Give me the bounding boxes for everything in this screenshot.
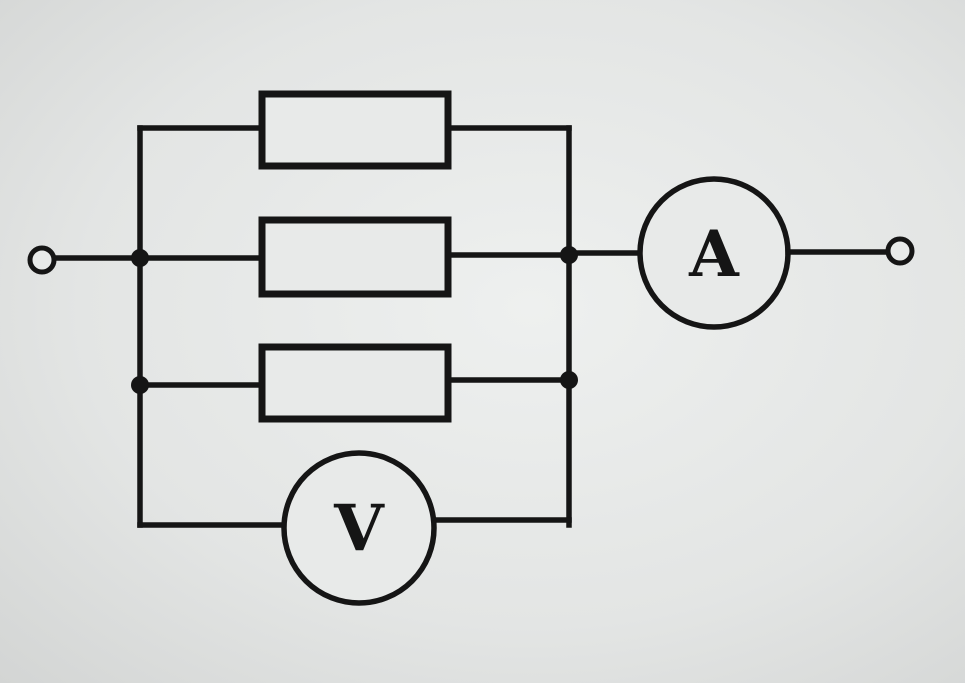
junction-node <box>560 371 578 389</box>
resistor-3 <box>258 343 452 423</box>
ammeter-icon: A <box>637 176 791 330</box>
resistor-2 <box>258 216 452 298</box>
input-terminal <box>27 245 57 275</box>
junction-node <box>131 376 149 394</box>
junction-node <box>131 249 149 267</box>
junction-node <box>560 246 578 264</box>
ammeter-label: A <box>688 217 740 292</box>
voltmeter-label: V <box>333 491 385 566</box>
voltmeter-icon: V <box>281 450 437 606</box>
output-terminal <box>885 236 915 266</box>
resistor-1 <box>258 90 452 170</box>
